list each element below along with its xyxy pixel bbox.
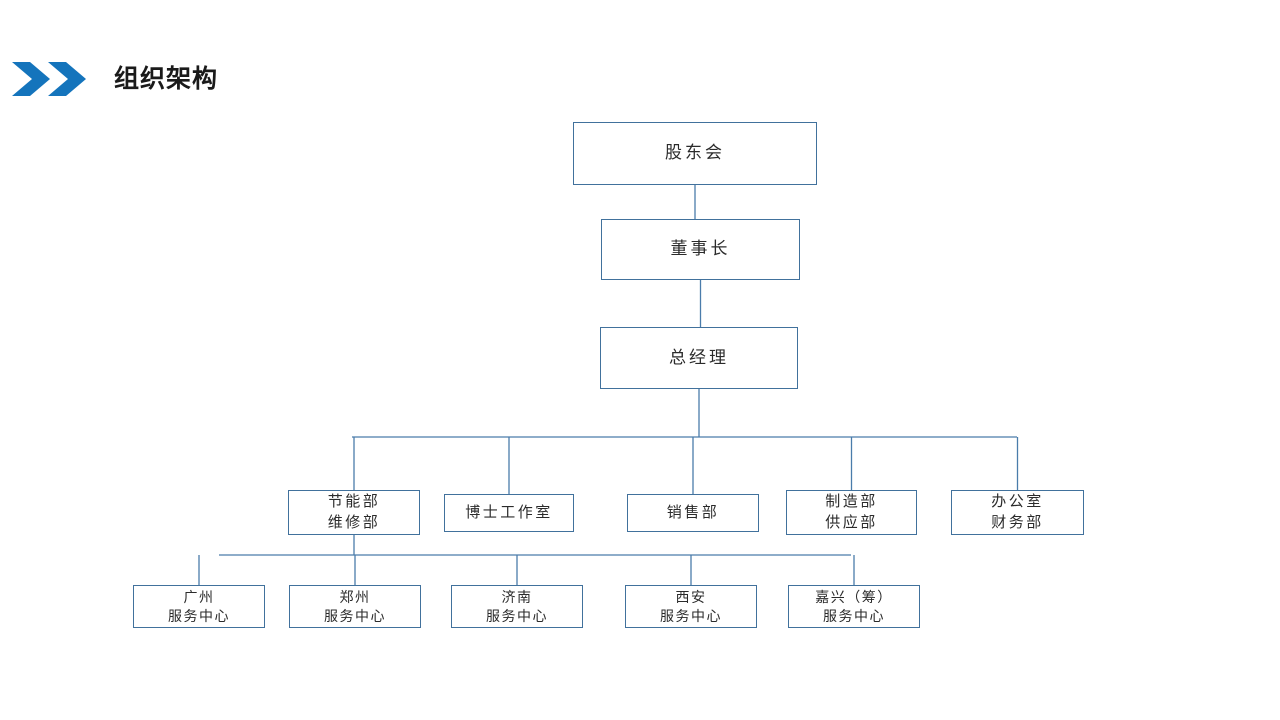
double-chevron-right-icon <box>12 62 86 96</box>
org-node-guangzhou[interactable]: 广州 服务中心 <box>133 585 265 628</box>
org-node-shareholders[interactable]: 股东会 <box>573 122 817 185</box>
org-node-zhengzhou[interactable]: 郑州 服务中心 <box>289 585 421 628</box>
org-node-chairman[interactable]: 董事长 <box>601 219 800 280</box>
org-node-manufacturing-supply[interactable]: 制造部 供应部 <box>786 490 917 535</box>
org-node-jiaxing[interactable]: 嘉兴（筹） 服务中心 <box>788 585 920 628</box>
org-node-doctoral-studio[interactable]: 博士工作室 <box>444 494 574 532</box>
org-node-energy-maintenance[interactable]: 节能部 维修部 <box>288 490 420 535</box>
org-node-office-finance[interactable]: 办公室 财务部 <box>951 490 1084 535</box>
org-node-general-manager[interactable]: 总经理 <box>600 327 798 389</box>
org-node-sales[interactable]: 销售部 <box>627 494 759 532</box>
page-title: 组织架构 <box>114 65 219 93</box>
slide-header: 组织架构 <box>0 48 1280 110</box>
org-node-xian[interactable]: 西安 服务中心 <box>625 585 757 628</box>
org-node-jinan[interactable]: 济南 服务中心 <box>451 585 583 628</box>
